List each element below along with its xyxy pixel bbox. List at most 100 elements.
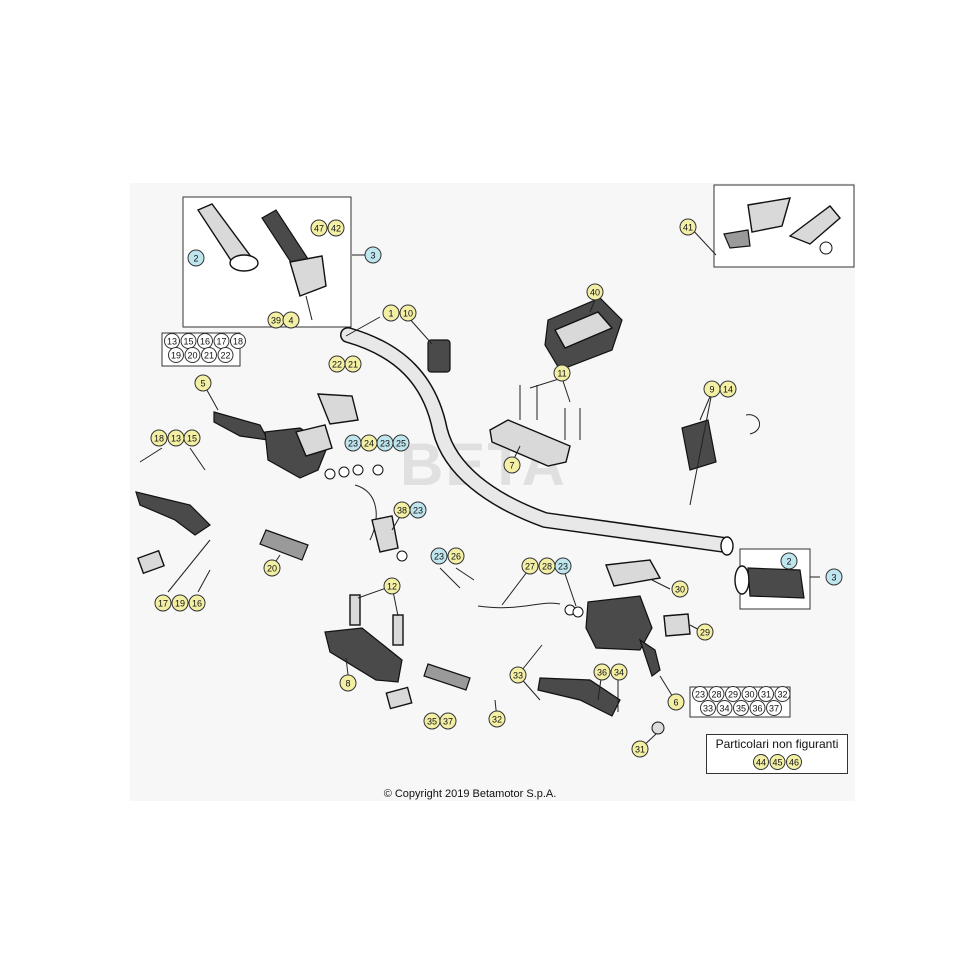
callout-28: 28 [538,557,556,575]
brake-master-cylinder [585,559,691,735]
group-callout-circle [700,700,716,716]
callout-circle [171,594,189,612]
callout-23: 23 [430,547,448,565]
callout-number: 25 [396,439,406,449]
group-callout-number: 22 [220,351,230,361]
callout-37: 37 [439,712,457,730]
callout-number: 33 [513,671,523,681]
group-callout-circle [230,333,246,349]
callout-number: 18 [154,434,164,444]
banjo-bolts-23-25 [324,464,384,541]
callout-number: 41 [683,223,693,233]
callout-number: 9 [709,385,714,395]
callout-23: 23 [409,501,427,519]
callout-number: 15 [187,434,197,444]
callout-circle [593,663,611,681]
group-callout-circle [708,686,725,702]
not-shown-callout-number: 45 [772,758,782,768]
callout-number: 22 [332,360,342,370]
callout-number: 27 [525,562,535,572]
callout-number: 10 [403,309,413,319]
callout-6: 6 [667,693,685,711]
callout-number: 23 [558,562,568,572]
callout-36: 36 [593,663,611,681]
group-callout-circle [201,347,217,363]
group-callout-circle [749,700,766,716]
callout-9: 9 [703,380,721,398]
callout-number: 11 [557,369,566,379]
callout-number: 47 [314,224,324,234]
callout-number: 3 [831,573,836,583]
not-shown-callout-number: 46 [789,758,799,768]
group-callout-number: 31 [761,690,771,700]
callout-15: 15 [183,429,201,447]
not-shown-callout-number: 44 [756,758,766,768]
callout-42: 42 [327,219,345,237]
callout-10: 10 [399,304,417,322]
callout-circle [696,623,714,641]
callout-number: 29 [700,628,710,638]
group-callout-number: 20 [187,351,197,361]
callout-23: 23 [554,557,572,575]
callout-number: 16 [192,599,202,609]
callout-circle [503,456,521,474]
callout-7: 7 [503,456,521,474]
callout-circle [679,218,697,236]
callout-number: 36 [597,668,607,678]
callout-circle [383,577,401,595]
group-callout-circle [168,347,184,363]
callout-circle [154,594,172,612]
callout-number: 23 [348,439,358,449]
callout-circle [610,663,628,681]
not-shown-callout-circle [769,754,786,770]
callout-16: 16 [188,594,206,612]
callout-41: 41 [679,218,697,236]
left-grip [196,203,259,272]
callout-33: 33 [509,666,527,684]
callout-17: 17 [154,594,172,612]
callout-number: 4 [288,316,293,326]
group-callout-number: 23 [695,690,705,700]
hose-fitting-38 [371,515,408,562]
callout-8: 8 [339,674,357,692]
callout-circle [344,355,362,373]
group-callout-circle [217,347,234,363]
callout-circle [339,674,357,692]
group-callout-number: 30 [744,690,754,700]
callout-29: 29 [696,623,714,641]
group-callout-number: 34 [719,704,729,714]
group-callout-circle [741,686,758,702]
callout-number: 6 [673,698,678,708]
callout-circle [825,568,843,586]
callout-number: 2 [193,254,198,264]
callout-circle [409,501,427,519]
callout-circle [521,557,539,575]
callout-circle [310,219,328,237]
callout-number: 30 [675,585,685,595]
group-callout-circle [725,686,741,702]
callout-circle [586,283,604,301]
callout-circle [780,552,798,570]
handguard-inset-box [713,184,855,268]
callout-39: 39 [267,311,285,329]
callout-number: 34 [614,668,624,678]
group-callout-number: 21 [204,351,214,361]
callout-number: 2 [786,557,791,567]
callout-24: 24 [360,434,378,452]
callout-circle [553,364,571,382]
callout-23: 23 [376,434,394,452]
callout-34: 34 [610,663,628,681]
callout-number: 21 [348,360,358,370]
callout-circle [488,710,506,728]
group-callout-number: 32 [777,690,787,700]
callout-circle [447,547,465,565]
not-shown-callout-circle [786,754,802,770]
callout-circle [392,434,410,452]
callout-number: 32 [492,715,502,725]
callout-32: 32 [488,710,506,728]
callout-22: 22 [328,355,346,373]
callout-18: 18 [150,429,168,447]
callout-number: 3 [370,251,375,261]
